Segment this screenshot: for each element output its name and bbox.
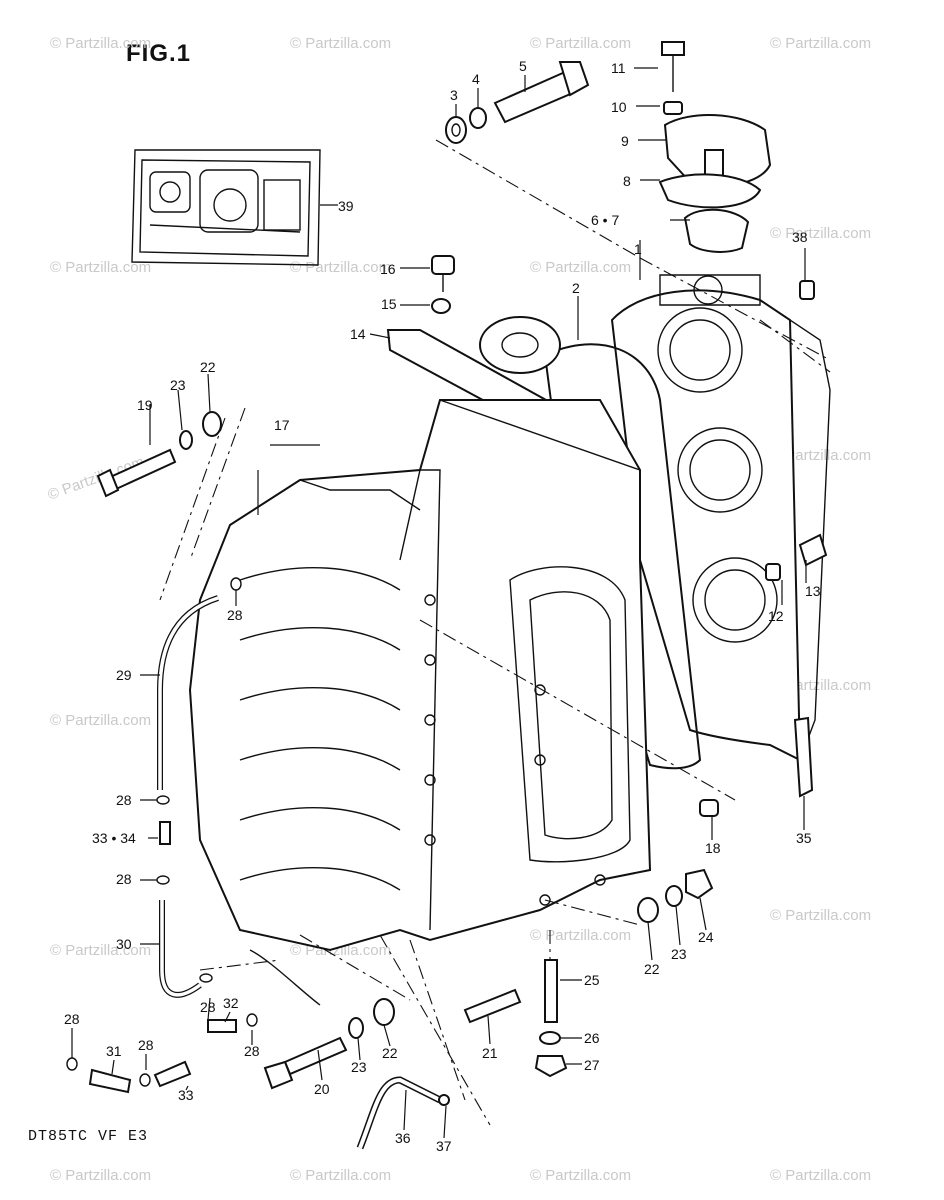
callout-11: 11 xyxy=(611,60,626,76)
callout-26: 26 xyxy=(584,1030,600,1046)
callout-13: 13 xyxy=(805,583,821,599)
callout-28: 28 xyxy=(244,1043,260,1059)
watermark: © Partzilla.com xyxy=(50,712,151,729)
callout-38: 38 xyxy=(792,229,808,245)
callout-27: 27 xyxy=(584,1057,600,1073)
watermark: © Partzilla.com xyxy=(530,35,631,52)
callout-29: 29 xyxy=(116,667,132,683)
watermark: © Partzilla.com xyxy=(770,225,871,242)
gasket-kit-illustration xyxy=(131,149,338,266)
callout-3: 3 xyxy=(450,87,458,103)
watermark: © Partzilla.com xyxy=(50,259,151,276)
watermark: © Partzilla.com xyxy=(770,35,871,52)
callout-28: 28 xyxy=(227,607,243,623)
callout-28: 28 xyxy=(138,1037,154,1053)
watermark: © Partzilla.com xyxy=(50,942,151,959)
callout-28: 28 xyxy=(116,792,132,808)
callout-9: 9 xyxy=(621,133,629,149)
callout-37: 37 xyxy=(436,1138,452,1154)
callout-33: 33 xyxy=(178,1087,194,1103)
callout-24: 24 xyxy=(698,929,714,945)
watermark: © Partzilla.com xyxy=(770,447,871,464)
callout-30: 30 xyxy=(116,936,132,952)
callout-22: 22 xyxy=(382,1045,398,1061)
callout-28: 28 xyxy=(116,871,132,887)
callout-28: 28 xyxy=(200,999,216,1015)
callout-1: 1 xyxy=(634,241,642,257)
callout-19: 19 xyxy=(137,397,153,413)
watermark: © Partzilla.com xyxy=(770,907,871,924)
callout-6-7: 6 • 7 xyxy=(591,212,619,228)
callout-39: 39 xyxy=(338,198,354,214)
callout-8: 8 xyxy=(623,173,631,189)
callout-12: 12 xyxy=(768,608,784,624)
callout-10: 10 xyxy=(611,99,627,115)
cylinder-head-illustration xyxy=(543,274,831,770)
watermark: © Partzilla.com xyxy=(290,1167,391,1184)
callout-31: 31 xyxy=(106,1043,122,1059)
callout-15: 15 xyxy=(381,296,397,312)
watermark: © Partzilla.com xyxy=(530,1167,631,1184)
callout-21: 21 xyxy=(482,1045,498,1061)
callout-14: 14 xyxy=(350,326,366,342)
thermostat-cover-illustration xyxy=(445,41,772,253)
watermark: © Partzilla.com xyxy=(50,35,151,52)
watermark: © Partzilla.com xyxy=(530,259,631,276)
callout-16: 16 xyxy=(380,261,396,277)
callout-4: 4 xyxy=(472,71,480,87)
callout-22: 22 xyxy=(200,359,216,375)
callout-23: 23 xyxy=(671,946,687,962)
small-parts-illustration xyxy=(66,280,828,1150)
callout-28: 28 xyxy=(64,1011,80,1027)
callout-2: 2 xyxy=(572,280,580,296)
leader-lines xyxy=(71,67,831,1139)
callout-18: 18 xyxy=(705,840,721,856)
watermark: © Partzilla.com xyxy=(290,35,391,52)
figure-title: FIG.1 xyxy=(126,40,192,67)
watermark: © Partzilla.com xyxy=(770,1167,871,1184)
callout-5: 5 xyxy=(519,58,527,74)
crankcase-block-illustration xyxy=(188,399,652,1006)
callout-25: 25 xyxy=(584,972,600,988)
callout-22: 22 xyxy=(644,961,660,977)
watermark: © Partzilla.com xyxy=(50,1167,151,1184)
callout-labels: 1 2 3 4 5 6 • 7 8 9 10 11 12 13 14 15 16… xyxy=(64,58,821,1154)
model-code: DT85TC VF E3 xyxy=(28,1128,149,1145)
watermark: © Partzilla.com xyxy=(530,927,631,944)
callout-17: 17 xyxy=(274,417,290,433)
callout-33-34: 33 • 34 xyxy=(92,830,136,846)
callout-35: 35 xyxy=(796,830,812,846)
callout-32: 32 xyxy=(223,995,239,1011)
callout-36: 36 xyxy=(395,1130,411,1146)
callout-20: 20 xyxy=(314,1081,330,1097)
watermark: © Partzilla.com xyxy=(290,259,391,276)
callout-23: 23 xyxy=(351,1059,367,1075)
callout-23: 23 xyxy=(170,377,186,393)
